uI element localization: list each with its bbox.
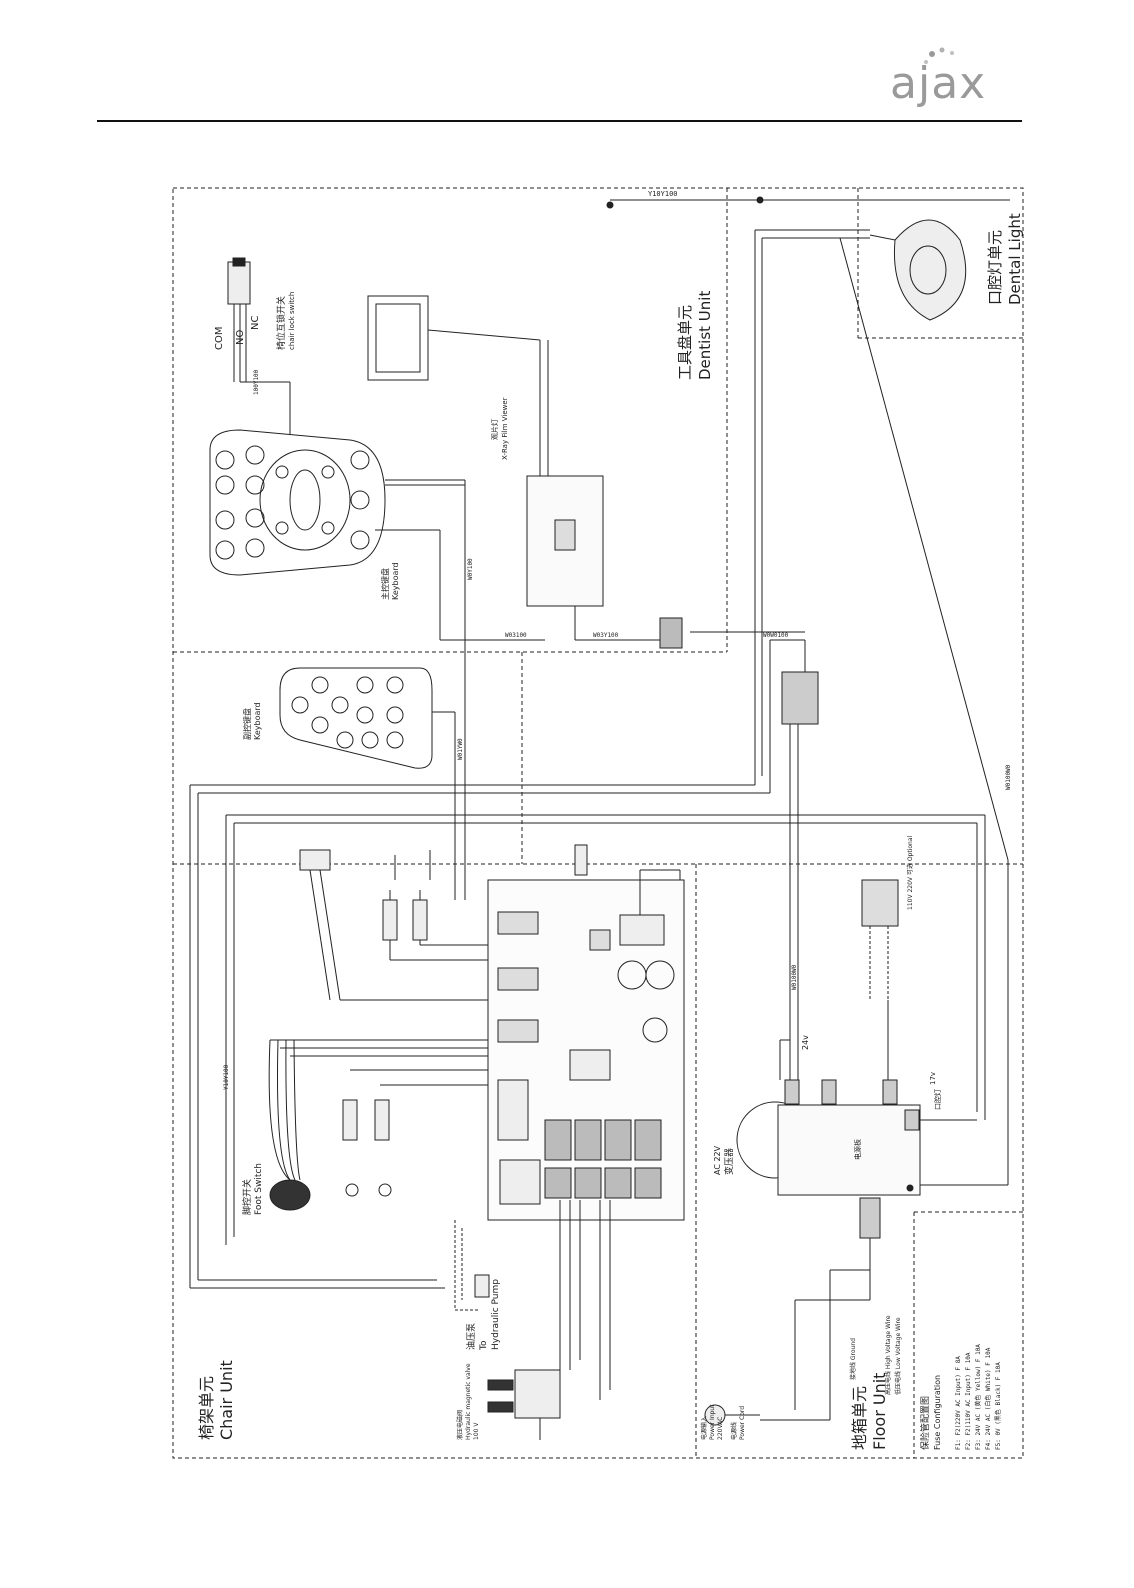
svg-text:脚控开关: 脚控开关 (241, 1179, 253, 1215)
light-unit-en: Dental Light (1006, 213, 1024, 305)
svg-text:低压电线 Low Voltage Wire: 低压电线 Low Voltage Wire (894, 1317, 902, 1395)
svg-text:17v: 17v (929, 1072, 937, 1085)
svg-text:电源输入: 电源输入 (700, 1416, 708, 1440)
svg-text:Keyboard: Keyboard (391, 562, 400, 600)
svg-text:液压电磁阀: 液压电磁阀 (456, 1410, 464, 1440)
svg-text:W0Y100: W0Y100 (467, 558, 474, 580)
svg-text:F5: 0V (黑色 Black) F 10A: F5: 0V (黑色 Black) F 10A (994, 1362, 1002, 1450)
svg-text:NC: NC (250, 316, 261, 330)
svg-text:24v: 24v (801, 1035, 810, 1050)
svg-text:To: To (479, 1340, 489, 1351)
chair-switches (299, 849, 488, 1001)
svg-text:100Y100: 100Y100 (253, 369, 260, 395)
logo-text: ajax (890, 58, 987, 109)
foot-switch (268, 1039, 488, 1211)
floor-unit-cn: 地箱单元 (850, 1386, 869, 1450)
svg-text:W01YW0: W01YW0 (457, 738, 464, 760)
main-control-board (487, 844, 685, 1221)
svg-text:Fuse Configuration: Fuse Configuration (933, 1375, 942, 1450)
dental-light (606, 196, 1010, 861)
hydraulic-wiring (454, 1200, 611, 1440)
svg-text:F4: 24V AC (白色 White) F 10A: F4: 24V AC (白色 White) F 10A (984, 1347, 992, 1450)
svg-text:保险管配置图: 保险管配置图 (919, 1396, 931, 1450)
svg-text:Hydraulic magnetic valve: Hydraulic magnetic valve (465, 1363, 472, 1440)
svg-text:主控键盘: 主控键盘 (380, 568, 390, 600)
svg-text:Power Cord: Power Cord (739, 1406, 746, 1440)
light-unit-cn: 口腔灯单元 (986, 230, 1004, 305)
svg-text:Foot Switch: Foot Switch (254, 1163, 264, 1215)
floor-unit-en: Floor Unit (870, 1373, 889, 1450)
svg-text:副控键盘: 副控键盘 (242, 708, 252, 740)
svg-text:100 V: 100 V (473, 1422, 480, 1440)
svg-text:口腔灯: 口腔灯 (933, 1089, 942, 1110)
main-keyboard (209, 429, 545, 900)
svg-text:椅位互锁开关: 椅位互锁开关 (275, 296, 287, 350)
connector-block (781, 671, 819, 1080)
svg-text:Keyboard: Keyboard (253, 702, 262, 740)
svg-text:NO: NO (235, 330, 246, 345)
svg-text:chair lock switch: chair lock switch (288, 292, 296, 350)
svg-text:AC 22V: AC 22V (713, 1145, 722, 1175)
svg-text:W03100: W03100 (505, 632, 527, 639)
svg-text:电源线: 电源线 (730, 1422, 738, 1440)
svg-text:X-Ray Film Viewer: X-Ray Film Viewer (501, 397, 509, 460)
svg-text:变压器: 变压器 (723, 1148, 735, 1175)
aux-keyboard (279, 667, 456, 900)
dentist-unit-cn: 工具盘单元 (676, 305, 694, 380)
svg-text:油压泵: 油压泵 (465, 1323, 477, 1350)
svg-text:Y10Y100: Y10Y100 (223, 1064, 230, 1090)
svg-text:高压电线 High Voltage Wire: 高压电线 High Voltage Wire (884, 1315, 892, 1395)
chair-unit-cn: 椅架单元 (197, 1376, 216, 1440)
logo-dots-icon (924, 47, 954, 64)
power-section (639, 869, 977, 1426)
svg-text:电源板: 电源板 (853, 1139, 862, 1160)
svg-text:W0100W0: W0100W0 (1005, 764, 1012, 790)
svg-text:观片灯: 观片灯 (490, 419, 499, 440)
svg-text:F1: F2(220V AC Input) F 8A: F1: F2(220V AC Input) F 8A (955, 1356, 962, 1450)
svg-text:W0W0100: W0W0100 (763, 632, 789, 639)
svg-text:Power Input: Power Input (709, 1404, 716, 1440)
svg-text:COM: COM (214, 327, 225, 350)
svg-text:F3: 24V AC (黄色 Yellow) F 10A: F3: 24V AC (黄色 Yellow) F 10A (974, 1344, 982, 1450)
dentist-unit-en: Dentist Unit (696, 291, 714, 380)
svg-text:F2: F2(110V AC Input) F 10A: F2: F2(110V AC Input) F 10A (965, 1352, 972, 1450)
svg-text:Hydraulic Pump: Hydraulic Pump (491, 1279, 501, 1350)
header-rule (97, 120, 1022, 122)
svg-text:W03Y100: W03Y100 (593, 632, 619, 639)
outer-boundary (172, 187, 1024, 1459)
svg-text:220VAC: 220VAC (717, 1417, 724, 1440)
xray-film-viewer (367, 295, 683, 649)
svg-text:接地线 Ground: 接地线 Ground (849, 1338, 857, 1380)
chair-unit-en: Chair Unit (217, 1360, 236, 1440)
svg-text:Y10Y100: Y10Y100 (648, 190, 678, 198)
chair-lock-switch (227, 257, 291, 470)
brand-logo: ajax (890, 44, 1020, 114)
labels: 椅架单元 Chair Unit 工具盘单元 Dentist Unit 口腔灯单元… (197, 190, 1024, 1450)
cable-runs (189, 631, 1009, 1289)
svg-text:110V 220V 可选 Optional: 110V 220V 可选 Optional (906, 835, 914, 910)
svg-text:W0100W0: W0100W0 (791, 964, 798, 990)
